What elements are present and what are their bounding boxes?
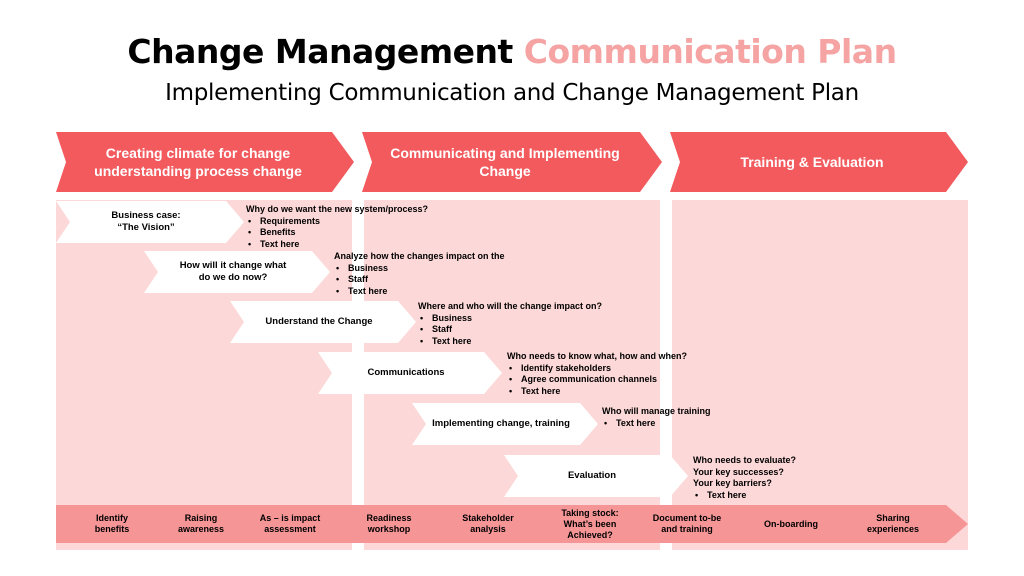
step-note-4: Who needs to know what, how and when? Id… [507,351,687,397]
milestone-arrow-band [56,505,968,543]
note-question: Who needs to evaluate? Your key successe… [693,455,797,488]
bullet-item: Agree communication channels [507,374,687,386]
note-bullets: Business Staff Text here [334,263,505,298]
step-label: Communications [367,367,445,378]
step-understand-change: Understand the Change [230,301,416,343]
bullet-item: Text here [507,386,687,398]
milestone-readiness-workshop: Readiness workshop [366,513,412,534]
step-implementing-change-training: Implementing change, training [412,403,598,445]
bullet-item: Staff [418,324,602,336]
title-part-1: Change Management [127,32,524,71]
note-bullets: Requirements Benefits Text here [246,216,428,251]
phase-chevron-3: Training & Evaluation [670,132,968,192]
note-question: Who needs to know what, how and when? [507,351,687,361]
note-question: Why do we want the new system/process? [246,204,429,214]
milestone-document-to-be: Document to-be and training [652,513,722,534]
note-bullets: Text here [693,490,796,502]
step-communications: Communications [318,352,502,394]
step-note-1: Why do we want the new system/process? R… [246,204,428,250]
milestone-raising-awareness: Raising awareness [177,513,225,534]
milestone-stakeholder-analysis: Stakeholder analysis [462,513,514,534]
note-question: Analyze how the changes impact on the [334,251,505,261]
bullet-item: Text here [334,286,505,298]
step-label: Implementing change, training [432,418,570,429]
note-bullets: Text here [602,418,711,430]
phase-label: Training & Evaluation [740,154,884,170]
bullet-item: Text here [602,418,711,430]
step-label: Understand the Change [265,316,373,327]
note-question: Where and who will the change impact on? [418,301,603,311]
bullet-item: Identify stakeholders [507,363,687,375]
phase-label: Creating climate for change understandin… [94,145,302,179]
step-business-case: Business case: “The Vision” [56,201,244,243]
bullet-item: Business [334,263,505,275]
step-how-will-it-change: How will it change what do we do now? [144,251,330,293]
page-title: Change Management Communication Plan [0,32,1024,71]
milestone-as-is-impact: As – is impact assessment [259,513,321,534]
bullet-item: Text here [246,239,428,251]
milestone-identify-benefits: Identify benefits [94,513,130,534]
phase-chevron-1: Creating climate for change understandin… [56,132,354,192]
title-part-2: Communication Plan [523,32,897,71]
milestone-on-boarding: On-boarding [764,518,818,529]
note-bullets: Business Staff Text here [418,313,602,348]
phase-chevron-2: Communicating and Implementing Change [362,132,662,192]
bullet-item: Text here [418,336,602,348]
bullet-item: Business [418,313,602,325]
bullet-item: Staff [334,274,505,286]
step-note-5: Who will manage training Text here [602,406,711,429]
bullet-item: Benefits [246,227,428,239]
step-note-6: Who needs to evaluate? Your key successe… [693,455,796,501]
note-bullets: Identify stakeholders Agree communicatio… [507,363,687,398]
step-note-3: Where and who will the change impact on?… [418,301,602,347]
step-label: Business case: “The Vision” [111,210,181,233]
phase-label: Communicating and Implementing Change [390,145,620,179]
note-question: Who will manage training [602,406,711,416]
step-label: Evaluation [567,470,617,481]
milestone-taking-stock: Taking stock: What’s been Achieved? [561,507,619,540]
milestone-sharing-experiences: Sharing experiences [866,513,920,534]
step-label: How will it change what do we do now? [179,260,287,283]
bullet-item: Text here [693,490,796,502]
step-note-2: Analyze how the changes impact on the Bu… [334,251,505,297]
step-evaluation: Evaluation [504,455,688,497]
page-subtitle: Implementing Communication and Change Ma… [165,80,859,106]
bullet-item: Requirements [246,216,428,228]
